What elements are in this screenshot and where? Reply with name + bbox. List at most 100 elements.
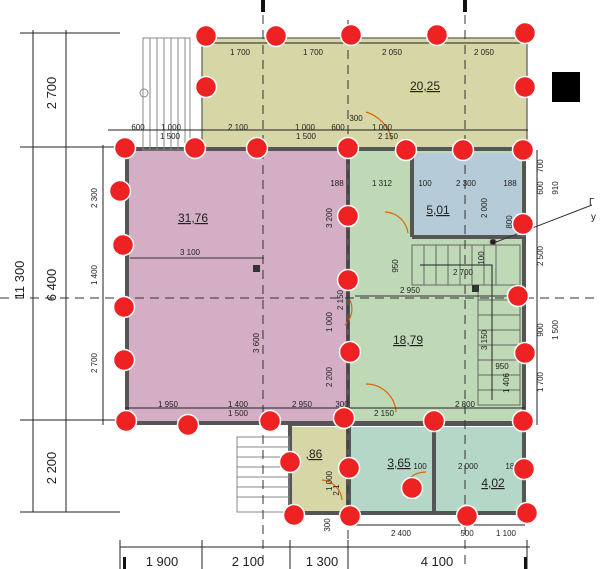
callout-label: у — [591, 212, 596, 223]
room-wc — [436, 427, 524, 512]
room-area-label: ,86 — [306, 447, 323, 461]
marker-dot — [506, 284, 530, 308]
inner-dim-label: 2 150 — [374, 409, 395, 418]
inner-dim-label: 1 400 — [228, 400, 249, 409]
black-square — [552, 72, 580, 102]
marker-dot — [513, 75, 537, 99]
marker-dot — [515, 501, 539, 525]
bottom-dim: 1 300 — [306, 554, 339, 569]
interior-grid-lines — [130, 257, 522, 297]
axis-tick — [123, 557, 126, 569]
marker-dot — [245, 136, 269, 160]
inner-dim-label: 1 700 — [303, 48, 324, 57]
inner-dim-label: 2 700 — [453, 268, 474, 277]
dimension-frame — [20, 30, 538, 569]
marker-dot — [194, 75, 218, 99]
inner-dim-label: 100 — [418, 179, 432, 188]
marker-dot — [183, 136, 207, 160]
inner-dim-label: 188 — [503, 179, 517, 188]
column-marker — [253, 265, 260, 272]
inner-dim-label: 600 — [536, 181, 545, 195]
marker-dot — [512, 457, 536, 481]
inner-dim-label: 950 — [495, 362, 509, 371]
room-area-label: 5,01 — [426, 203, 450, 217]
inner-dim-label: 2 950 — [292, 400, 313, 409]
terrace-steps — [139, 37, 191, 151]
inner-dim-label: 300 — [349, 114, 363, 123]
column-marker — [472, 285, 479, 292]
marker-dot — [338, 340, 362, 364]
inner-dim-label: 2 400 — [391, 529, 412, 538]
room-area-label: 31,76 — [178, 211, 208, 225]
marker-dot — [176, 413, 200, 437]
left-dim: 11 300 — [12, 261, 27, 300]
marker-dot — [422, 409, 446, 433]
inner-dim-label: 1 500 — [296, 132, 317, 141]
inner-dim-label: 188 — [505, 462, 519, 471]
inner-dim-label: 2 300 — [456, 179, 477, 188]
marker-dot — [264, 24, 288, 48]
inner-dim-label: 188 — [330, 179, 344, 188]
inner-dim-label: 1 400 — [90, 264, 99, 285]
inner-dim-label: 2 800 — [455, 400, 476, 409]
marker-dot — [336, 268, 360, 292]
inner-dim-label: 1 500 — [160, 132, 181, 141]
inner-dim-label: 1 000 — [325, 311, 334, 332]
inner-dim-label: 2 050 — [382, 48, 403, 57]
inner-dim-label: 1 950 — [158, 400, 179, 409]
inner-dim-label: 500 — [460, 529, 474, 538]
inner-dim-label: 700 — [536, 159, 545, 173]
marker-dot — [113, 136, 137, 160]
inner-dim-label: 2 300 — [90, 187, 99, 208]
inner-dim-label: 2 100 — [228, 123, 249, 132]
marker-dot — [258, 409, 282, 433]
inner-dim-label: 3 600 — [252, 332, 261, 353]
axis-tick — [261, 0, 265, 12]
marker-dot — [511, 409, 535, 433]
marker-dot — [394, 138, 418, 162]
marker-dot — [513, 21, 537, 45]
inner-dim-label: 1 700 — [536, 371, 545, 392]
marker-dot — [194, 24, 218, 48]
marker-dot — [282, 503, 306, 527]
inner-dim-label: 1 000 — [161, 123, 182, 132]
marker-dot — [108, 179, 132, 203]
inner-dim-label: 100 — [413, 462, 427, 471]
inner-dim-label: 300 — [335, 400, 349, 409]
inner-dim-label: 2 200 — [325, 366, 334, 387]
marker-dot — [112, 348, 136, 372]
inner-dim-label: 900 — [536, 323, 545, 337]
marker-dot — [511, 212, 535, 236]
marker-dot — [339, 23, 363, 47]
inner-dim-label: 1 000 — [295, 123, 316, 132]
inner-dim-label: 1 406 — [502, 372, 511, 393]
inner-dim-label: 800 — [505, 215, 514, 229]
inner-dim-label: 3 100 — [180, 248, 201, 257]
inner-dim-label: 600 — [331, 123, 345, 132]
bottom-dim: 1 900 — [146, 554, 179, 569]
axis-tick — [524, 557, 527, 569]
marker-dot — [336, 136, 360, 160]
marker-dot — [513, 341, 537, 365]
inner-dim-label: 2 150 — [378, 132, 399, 141]
inner-dim-label: 2 150 — [336, 289, 345, 310]
marker-dot — [336, 204, 360, 228]
inner-dim-label: 2 050 — [474, 48, 495, 57]
bottom-dim: 2 100 — [232, 554, 265, 569]
inner-dim-label: 1 000 — [325, 470, 334, 491]
inner-dim-label: 2 1 — [332, 484, 341, 496]
marker-dot — [332, 406, 356, 430]
room-area-label: 4,02 — [481, 476, 505, 490]
inner-dim-label: 910 — [551, 181, 560, 195]
inner-dim-label: 100 — [477, 251, 486, 265]
inner-dim-label: 1 700 — [230, 48, 251, 57]
marker-dot — [451, 138, 475, 162]
inner-dim-label: 3 200 — [325, 207, 334, 228]
inner-dim-label: 1 500 — [551, 319, 560, 340]
inner-dim-label: 3 150 — [480, 329, 489, 350]
inner-dim-label: 2 500 — [536, 245, 545, 266]
left-dim: 2 700 — [44, 77, 59, 110]
inner-dim-label: 2 950 — [400, 286, 421, 295]
left-dim: 6 400 — [44, 269, 59, 302]
marker-dot — [112, 295, 136, 319]
